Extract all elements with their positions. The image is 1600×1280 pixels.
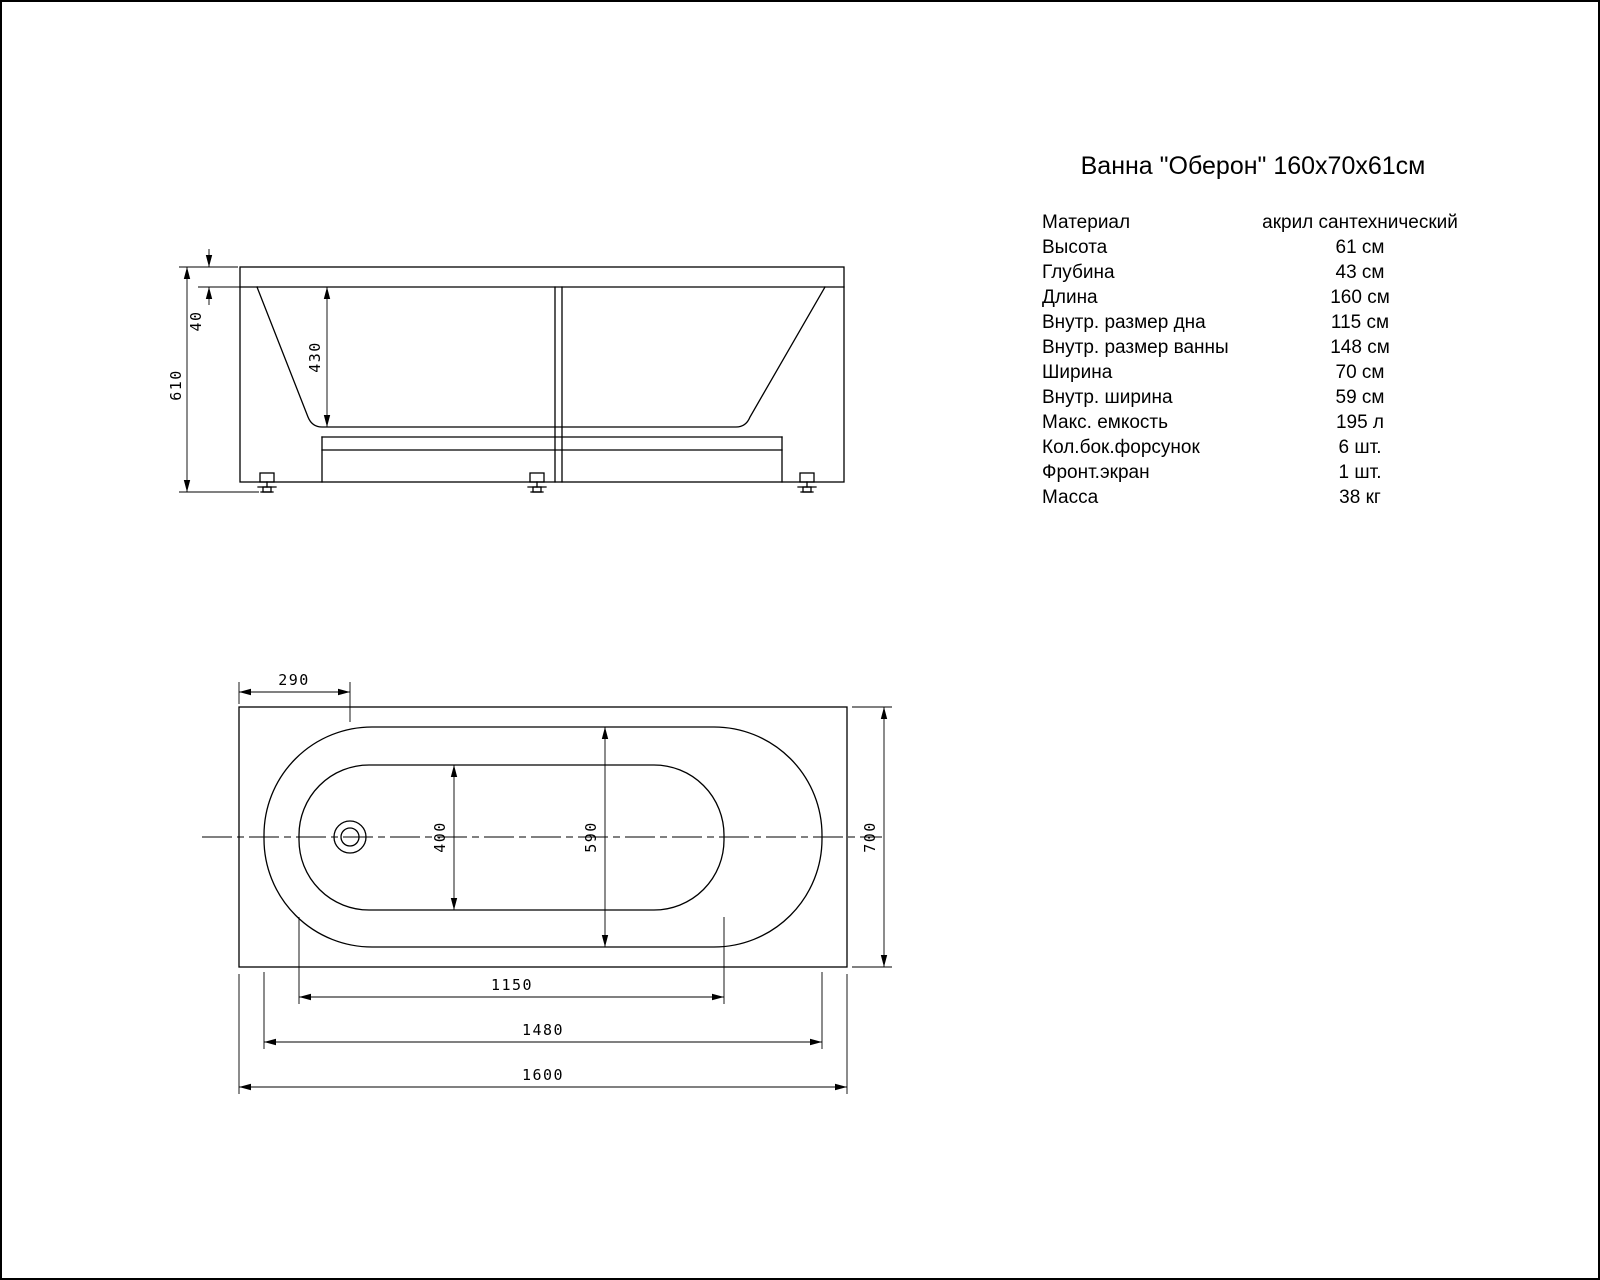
spec-label: Высота (1042, 237, 1108, 258)
dim-inner-length: 1480 (522, 1021, 564, 1039)
dim-bottom-length: 1150 (491, 976, 533, 994)
spec-value: 6 шт. (1338, 437, 1382, 458)
spec-row: Внутр. размер дна 115 см (1042, 310, 1464, 335)
foot-right (797, 472, 817, 493)
spec-value: 70 см (1335, 362, 1385, 383)
spec-value: 195 л (1335, 412, 1385, 433)
spec-row: Кол.бок.форсунок 6 шт. (1042, 435, 1464, 460)
spec-label: Глубина (1042, 262, 1115, 283)
spec-label: Макс. емкость (1042, 412, 1169, 433)
dim-total-height: 610 (167, 369, 185, 401)
adjustable-feet (257, 472, 817, 493)
dim-bottom-width: 400 (431, 821, 449, 853)
spec-label: Внутр. размер ванны (1042, 337, 1229, 358)
drain-icon (333, 820, 367, 854)
foot-center (527, 472, 547, 493)
page-title: Ванна "Оберон" 160х70х61см (1080, 152, 1426, 180)
spec-row: Материал акрил сантехнический (1042, 210, 1464, 235)
spec-row: Масса 38 кг (1042, 485, 1464, 510)
spec-label: Длина (1042, 287, 1098, 308)
dim-overall-length: 1600 (522, 1066, 564, 1084)
spec-value: 160 см (1330, 287, 1390, 308)
spec-table: Материал акрил сантехнический Высота 61 … (1042, 210, 1464, 510)
dim-inner-width: 590 (582, 821, 600, 853)
bathtub-plan-outline (238, 706, 848, 968)
spec-row: Глубина 43 см (1042, 260, 1464, 285)
spec-value: 115 см (1330, 312, 1390, 333)
spec-row: Ширина 70 см (1042, 360, 1464, 385)
spec-row: Внутр. ширина 59 см (1042, 385, 1464, 410)
spec-row: Длина 160 см (1042, 285, 1464, 310)
spec-label: Внутр. ширина (1042, 387, 1173, 408)
spec-label: Ширина (1042, 362, 1113, 383)
spec-row: Фронт.экран 1 шт. (1042, 460, 1464, 485)
spec-value: акрил сантехнический (1262, 212, 1458, 233)
spec-row: Внутр. размер ванны 148 см (1042, 335, 1464, 360)
spec-row: Макс. емкость 195 л (1042, 410, 1464, 435)
plan-dimension-lines (238, 682, 892, 1094)
spec-value: 148 см (1330, 337, 1390, 358)
side-dimension-lines (179, 249, 331, 493)
side-view-drawing: 610 40 430 (167, 249, 845, 493)
foot-left (257, 472, 277, 493)
spec-label: Кол.бок.форсунок (1042, 437, 1200, 458)
spec-value: 59 см (1335, 387, 1385, 408)
top-view-drawing: 290 700 590 400 1150 1480 1600 (202, 671, 892, 1094)
spec-value: 38 кг (1339, 487, 1381, 508)
spec-label: Внутр. размер дна (1042, 312, 1206, 333)
spec-label: Масса (1042, 487, 1099, 508)
dim-inner-depth: 430 (306, 341, 324, 373)
dim-overall-width: 700 (861, 821, 879, 853)
dim-rim-thickness: 40 (187, 310, 205, 331)
spec-value: 1 шт. (1338, 462, 1382, 483)
dim-drain-offset: 290 (278, 671, 310, 689)
spec-label: Материал (1042, 212, 1131, 233)
spec-row: Высота 61 см (1042, 235, 1464, 260)
bathtub-side-outline (239, 266, 845, 483)
spec-value: 61 см (1335, 237, 1385, 258)
spec-label: Фронт.экран (1042, 462, 1150, 483)
spec-value: 43 см (1335, 262, 1385, 283)
